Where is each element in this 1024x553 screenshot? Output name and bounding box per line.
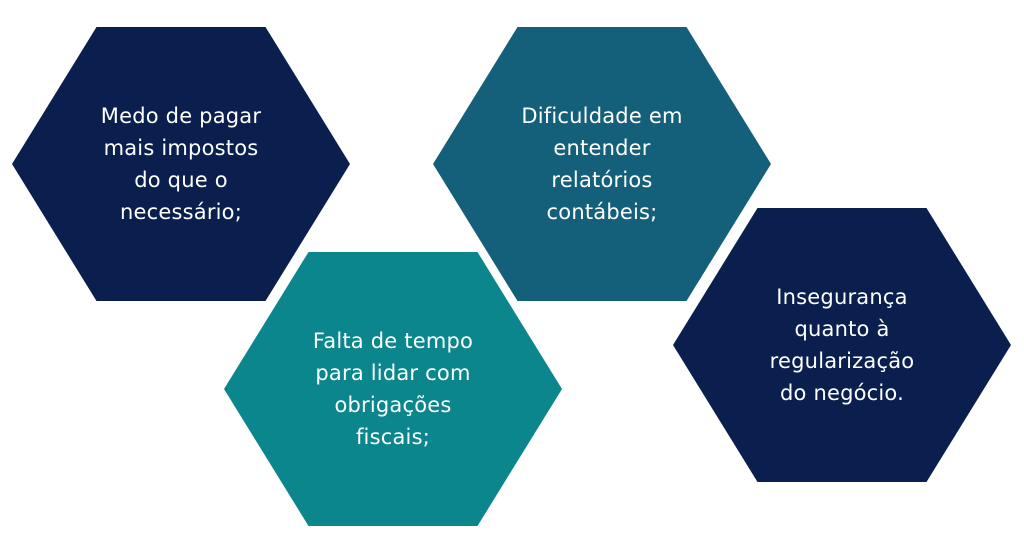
hexagon-reports-difficulty: Dificuldade em entender relatórios contá… (433, 27, 771, 301)
hexagon-business-regularization: Insegurança quanto à regularização do ne… (673, 208, 1011, 482)
hexagon-tax-fear: Medo de pagar mais impostos do que o nec… (12, 27, 350, 301)
hexagon-label: Insegurança quanto à regularização do ne… (769, 285, 915, 405)
hexagon-label: Dificuldade em entender relatórios contá… (521, 104, 683, 224)
hexagon-label: Falta de tempo para lidar com obrigações… (312, 329, 474, 449)
hexagon-label: Medo de pagar mais impostos do que o nec… (100, 104, 262, 224)
hexagon-lack-of-time: Falta de tempo para lidar com obrigações… (224, 252, 562, 526)
